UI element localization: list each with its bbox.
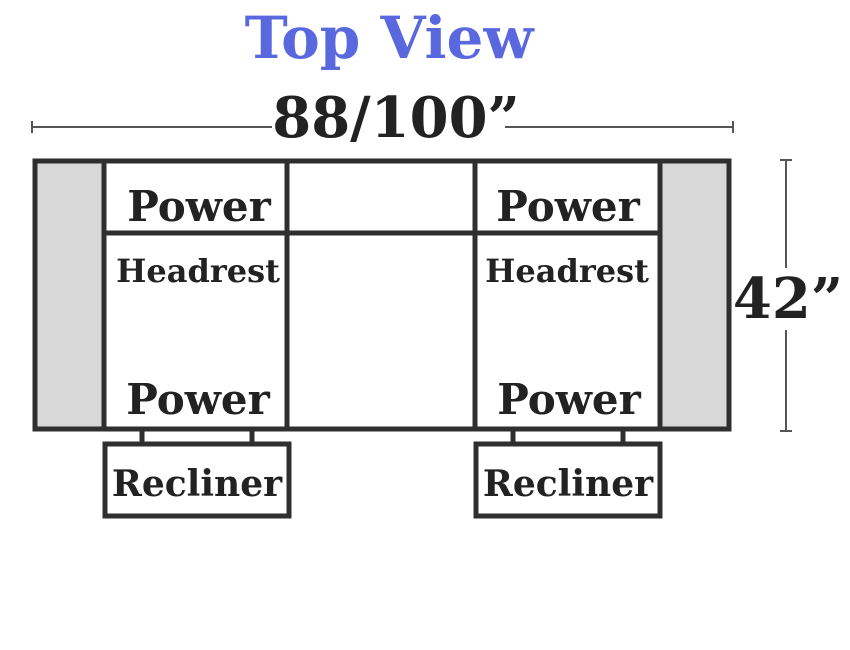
right-footrest: Recliner xyxy=(473,426,663,519)
left-seat-power-bottom: Power xyxy=(126,375,270,424)
right-seat-power-bottom: Power xyxy=(497,375,641,424)
right-seat-headrest: Headrest xyxy=(485,252,649,290)
depth-dimension-label: 42” xyxy=(733,266,843,332)
right-arm xyxy=(657,158,732,432)
depth-dimension xyxy=(780,159,792,432)
right-footrest-box xyxy=(473,441,663,519)
right-seat-power-top: Power xyxy=(496,182,640,231)
left-footrest-box xyxy=(102,441,292,519)
left-footrest: Recliner xyxy=(102,426,292,519)
width-dimension-label: 88/100” xyxy=(272,85,520,151)
seat-dividers xyxy=(104,161,660,429)
left-seat-power-top: Power xyxy=(127,182,271,231)
left-arm xyxy=(32,158,107,432)
left-footrest-label: Recliner xyxy=(112,463,283,505)
width-dimension xyxy=(31,121,734,133)
diagram-title: Top View xyxy=(245,4,536,72)
right-footrest-label: Recliner xyxy=(483,463,654,505)
left-seat-headrest: Headrest xyxy=(116,252,280,290)
